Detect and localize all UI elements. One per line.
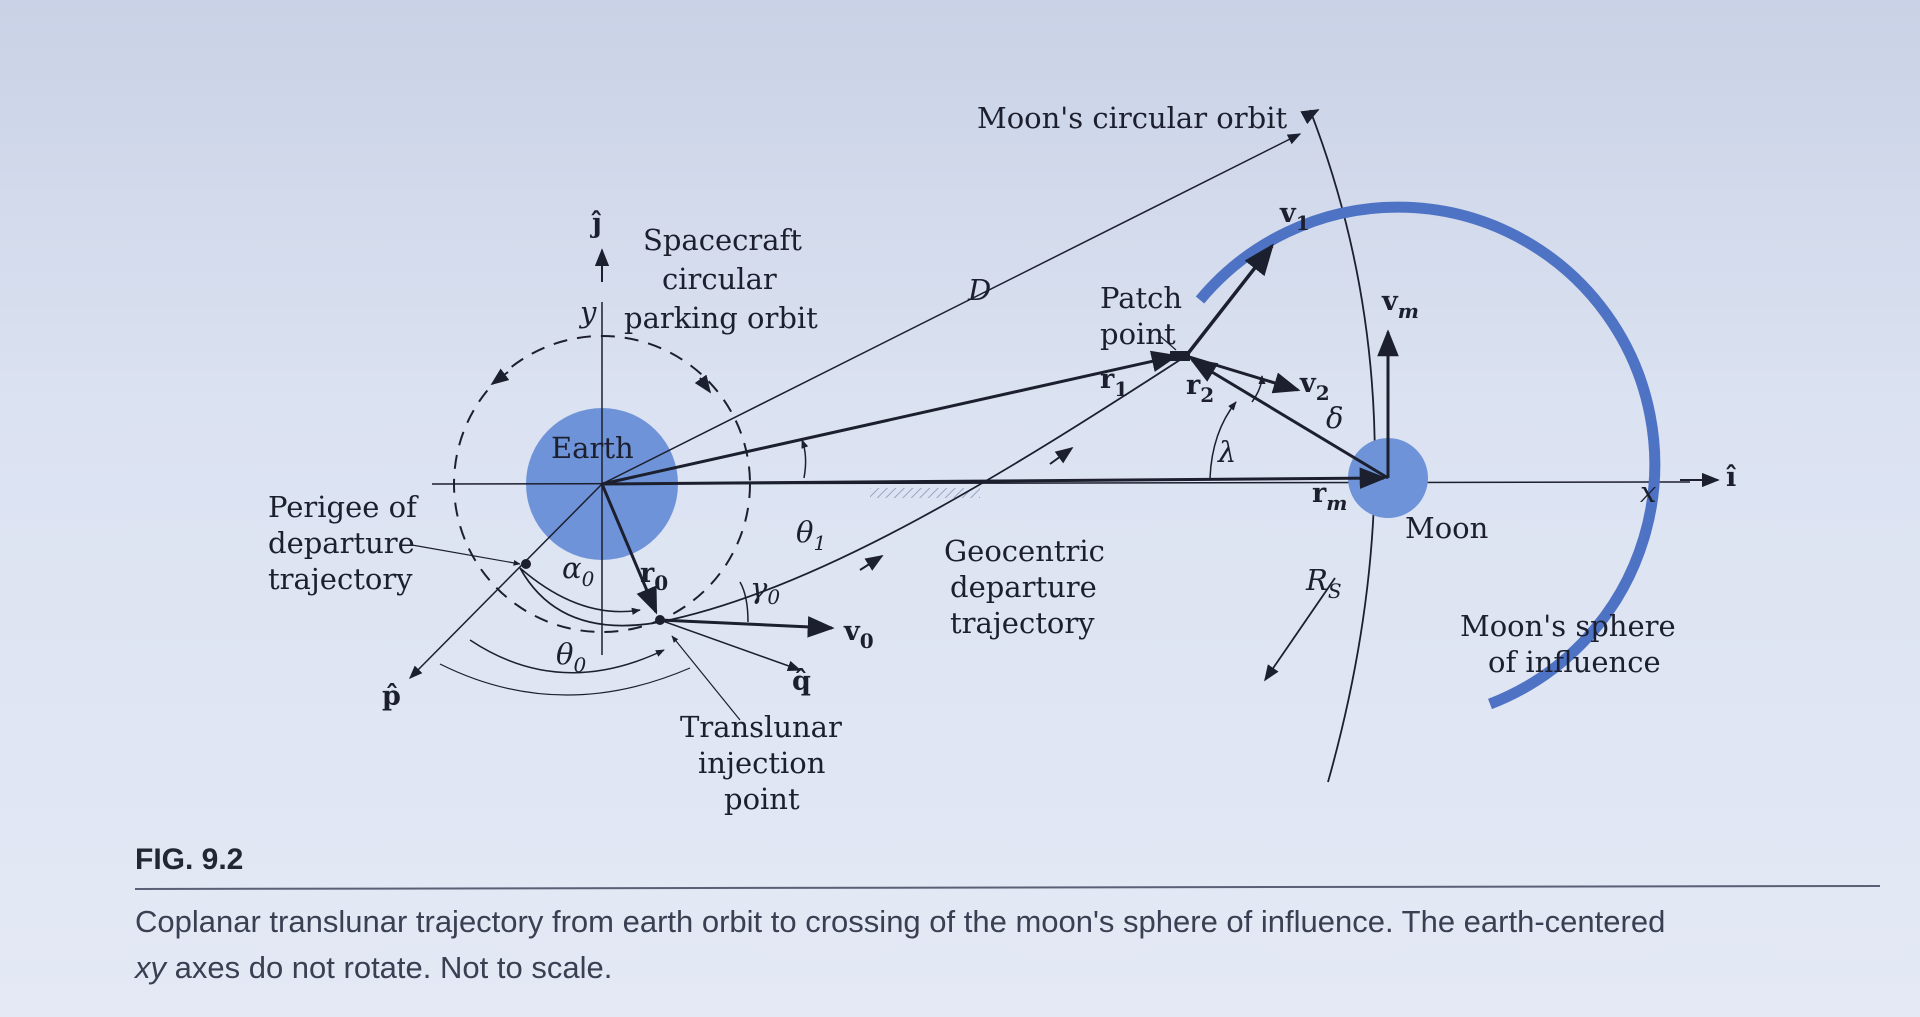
perigee-label-1: Perigee of bbox=[268, 490, 419, 524]
rm-symbol: rm bbox=[1312, 478, 1347, 515]
parking-orbit-arrow bbox=[490, 368, 510, 386]
D-line bbox=[601, 133, 1302, 485]
delta-arc bbox=[1251, 375, 1266, 403]
tli-label-3: point bbox=[724, 782, 800, 816]
tli-point-marker bbox=[655, 615, 665, 625]
theta0-arc bbox=[469, 639, 665, 674]
spacecraft-orbit-label-1: Spacecraft bbox=[643, 223, 802, 257]
perigee-label-2: departure bbox=[268, 526, 415, 560]
Rs-symbol: RS bbox=[1305, 563, 1342, 603]
r0-symbol: r0 bbox=[640, 558, 668, 595]
v1-symbol: v1 bbox=[1279, 198, 1310, 235]
moon-orbit-label: Moon's circular orbit bbox=[977, 101, 1287, 135]
moon-orbit-arrow bbox=[1300, 109, 1320, 125]
patch-point-label-2: point bbox=[1100, 317, 1176, 351]
y-axis-symbol: y bbox=[578, 295, 597, 329]
perigee-label-3: trajectory bbox=[268, 562, 413, 596]
lambda-arc bbox=[1209, 401, 1237, 479]
geocentric-departure-trajectory bbox=[519, 355, 1187, 627]
patch-callout-line bbox=[1159, 335, 1177, 351]
Rs-radius-arrow bbox=[1264, 577, 1336, 682]
parking-orbit-arrow-2 bbox=[694, 374, 712, 394]
perigee-point-marker bbox=[521, 559, 531, 569]
r2-vector bbox=[1189, 358, 1389, 480]
v2-vector bbox=[1185, 354, 1301, 394]
soi-label-2: of influence bbox=[1488, 645, 1661, 679]
lambda-symbol: λ bbox=[1217, 435, 1236, 469]
delta-symbol: δ bbox=[1326, 401, 1343, 435]
gamma0-symbol: γ0 bbox=[750, 571, 780, 609]
p-hat-axis bbox=[409, 483, 603, 679]
caption-line-1: Coplanar translunar trajectory from eart… bbox=[135, 904, 1665, 939]
caption-line-2: xy axes do not rotate. Not to scale. bbox=[133, 950, 612, 985]
geocentric-label-3: trajectory bbox=[950, 606, 1095, 640]
theta0-symbol: θ0 bbox=[556, 637, 586, 677]
theta1-symbol: θ1 bbox=[796, 515, 826, 555]
alpha0-arc bbox=[519, 567, 641, 615]
vm-symbol: vm bbox=[1381, 286, 1419, 323]
r0-vector bbox=[600, 483, 658, 615]
moon-orbit-arc bbox=[1309, 109, 1376, 783]
perigee-callout-line bbox=[411, 544, 521, 566]
q-hat-axis bbox=[659, 619, 802, 671]
departure-arrow-2 bbox=[1049, 446, 1074, 465]
gamma0-arc bbox=[739, 581, 749, 623]
spacecraft-orbit-label-3: parking orbit bbox=[624, 301, 818, 335]
v2-symbol: v2 bbox=[1299, 368, 1330, 405]
alpha0-symbol: α0 bbox=[562, 551, 595, 591]
q-hat-symbol: q̂ bbox=[792, 666, 811, 697]
D-symbol: D bbox=[967, 273, 991, 307]
theta0-arc-outer bbox=[439, 663, 691, 696]
x-axis-symbol: x bbox=[1640, 475, 1656, 509]
v0-vector bbox=[659, 616, 835, 638]
r2-symbol: r2 bbox=[1186, 370, 1214, 407]
p-hat-symbol: p̂ bbox=[382, 681, 401, 712]
geocentric-label-1: Geocentric bbox=[944, 534, 1105, 568]
i-hat-symbol: î bbox=[1726, 462, 1737, 493]
theta1-arc bbox=[801, 439, 809, 479]
figure-number: FIG. 9.2 bbox=[135, 843, 243, 876]
r1-vector bbox=[601, 350, 1179, 486]
geocentric-label-2: departure bbox=[950, 570, 1097, 604]
moon-label: Moon bbox=[1405, 511, 1488, 545]
j-hat-symbol: ĵ bbox=[590, 208, 602, 239]
earth-label: Earth bbox=[551, 431, 634, 465]
moon-sphere-of-influence bbox=[1195, 201, 1661, 710]
tli-label-1: Translunar bbox=[680, 710, 842, 744]
tli-callout-line bbox=[671, 635, 741, 721]
spacecraft-orbit-label-2: circular bbox=[662, 262, 777, 296]
tli-label-2: injection bbox=[698, 746, 825, 780]
fixed-reference-hatch bbox=[870, 488, 980, 498]
rm-vector bbox=[601, 467, 1387, 489]
v1-vector bbox=[1184, 243, 1274, 358]
caption-rule bbox=[134, 885, 1881, 890]
patch-point-label-1: Patch bbox=[1100, 281, 1182, 315]
patch-point-marker bbox=[1170, 351, 1190, 361]
r1-symbol: r1 bbox=[1100, 364, 1128, 401]
v0-symbol: v0 bbox=[843, 616, 874, 653]
departure-arrow-1 bbox=[859, 555, 884, 571]
soi-label-1: Moon's sphere bbox=[1460, 609, 1676, 643]
